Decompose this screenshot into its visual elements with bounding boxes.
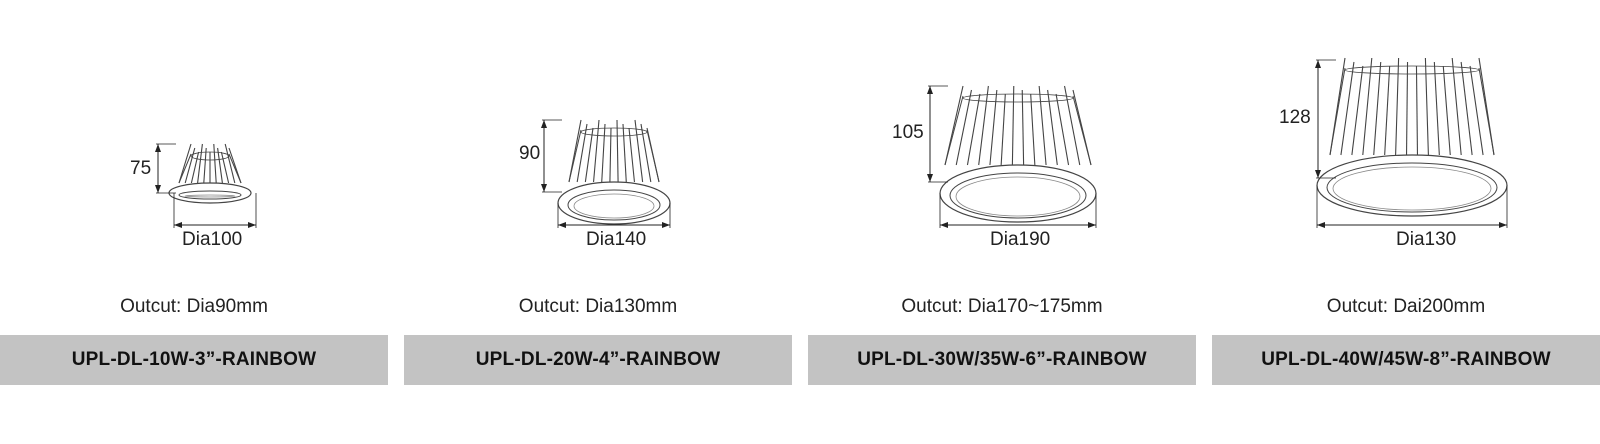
heatsink-fin — [1373, 61, 1382, 156]
height-dimension-arrows — [541, 120, 547, 192]
heatsink-fin — [190, 151, 200, 184]
trim-ring-inner — [567, 189, 661, 221]
product-card-1: 75 Dia100 Outcut: Dia90mm UPL-DL-10W-3”-… — [0, 0, 388, 444]
heatsink-fin — [1384, 65, 1391, 156]
model-name: UPL-DL-20W-4”-RAINBOW — [475, 349, 721, 370]
model-name: UPL-DL-30W/35W-6”-RAINBOW — [857, 349, 1147, 370]
model-label-bar: UPL-DL-10W-3”-RAINBOW — [0, 335, 388, 385]
heatsink-fin — [609, 127, 612, 183]
diameter-dimension-label: Dia100 — [182, 229, 243, 250]
heatsink-fin — [1362, 57, 1373, 156]
heatsink-fin — [622, 123, 627, 183]
heatsink-outline — [568, 129, 660, 183]
heatsink-fin — [1460, 61, 1473, 156]
height-dimension-label: 128 — [1279, 107, 1311, 128]
heatsink-fin — [1469, 65, 1484, 156]
heatsink-fin — [1424, 57, 1429, 156]
model-label-bar: UPL-DL-40W/45W-8”-RAINBOW — [1212, 335, 1600, 385]
model-name: UPL-DL-10W-3”-RAINBOW — [71, 349, 317, 370]
lens — [955, 176, 1081, 217]
model-label-bar: UPL-DL-20W-4”-RAINBOW — [404, 335, 792, 385]
heatsink-outline — [178, 153, 242, 184]
heatsink-fin — [1011, 85, 1015, 166]
heatsink-fin — [1055, 93, 1070, 166]
heatsink-fin — [1405, 61, 1409, 156]
heatsink-fin — [1351, 65, 1364, 156]
outcut-label: Outcut: Dia90mm — [120, 296, 268, 317]
heatsink-top-rim — [962, 93, 1074, 103]
heatsink-fin — [634, 119, 644, 183]
heatsink-fin — [1415, 65, 1419, 156]
heatsink-fin — [989, 89, 998, 166]
height-dimension-label: 105 — [892, 122, 924, 143]
product-card-4: 128 Dia130 Outcut: Dai200mm UPL-DL-40W/4… — [1212, 0, 1600, 444]
heatsink-fin — [1047, 89, 1058, 166]
heatsink-fin — [601, 123, 606, 183]
downlight-drawing-2 — [541, 119, 671, 228]
downlight-drawing-4 — [1315, 57, 1508, 228]
heatsink-fin — [616, 119, 619, 183]
outcut-label: Outcut: Dai200mm — [1326, 296, 1486, 317]
heatsink-fin — [197, 143, 203, 184]
heatsink-fin — [584, 127, 594, 183]
heatsink-fin — [203, 147, 207, 184]
heatsink-top-rim — [1344, 65, 1480, 75]
heatsink-fin — [220, 151, 230, 184]
product-card-2: 90 Dia140 Outcut: Dia130mm UPL-DL-20W-4”… — [404, 0, 792, 444]
trim-ring-inner — [949, 172, 1087, 219]
heatsink-fin — [217, 147, 223, 184]
heatsink-fin — [213, 143, 217, 184]
heatsink-fin — [978, 85, 989, 166]
heatsink-fin — [1030, 93, 1036, 166]
heatsink-fin — [1063, 85, 1081, 166]
heatsink-top-rim — [580, 127, 648, 137]
heatsink-fin — [1021, 89, 1025, 166]
lens — [1332, 166, 1492, 211]
downlight-drawing-3 — [927, 85, 1097, 228]
product-card-3: 105 Dia190 Outcut: Dia170~175mm UPL-DL-3… — [808, 0, 1196, 444]
heatsink-fin — [1451, 57, 1462, 156]
heatsink-fin — [224, 143, 236, 184]
heatsink-fin — [1433, 61, 1440, 156]
model-label-bar: UPL-DL-30W/35W-6”-RAINBOW — [808, 335, 1196, 385]
heatsink-fin — [1038, 85, 1047, 166]
outcut-label: Outcut: Dia130mm — [518, 296, 678, 317]
heatsink-fin — [955, 89, 973, 166]
heatsink-fin — [1000, 93, 1006, 166]
outcut-label: Outcut: Dia170~175mm — [901, 296, 1103, 317]
heatsink-fin — [1395, 57, 1400, 156]
heatsink-top-rim — [190, 151, 230, 161]
diameter-dimension-label: Dia190 — [990, 229, 1051, 250]
diameter-dimension-label: Dia130 — [1396, 229, 1457, 250]
diameter-dimension-label: Dia140 — [586, 229, 647, 250]
heatsink-fin — [178, 143, 192, 184]
lens — [573, 193, 655, 219]
heatsink-outline — [944, 95, 1092, 166]
trim-ring-inner — [1326, 162, 1498, 213]
heatsink-fin — [628, 127, 636, 183]
height-dimension-label: 75 — [130, 158, 152, 179]
heatsink-fin — [1340, 61, 1355, 156]
heatsink-outline — [1329, 67, 1495, 156]
heatsink-fin — [592, 119, 600, 183]
height-dimension-label: 90 — [519, 143, 541, 164]
heatsink-fin — [1442, 65, 1451, 156]
downlight-drawing-1 — [155, 143, 257, 228]
heatsink-fin — [966, 93, 981, 166]
model-name: UPL-DL-40W/45W-8”-RAINBOW — [1261, 349, 1551, 370]
lens — [184, 194, 236, 198]
